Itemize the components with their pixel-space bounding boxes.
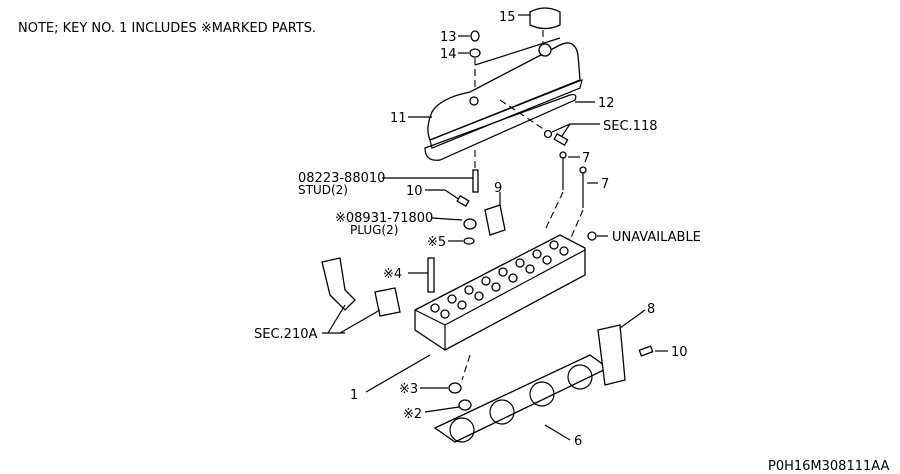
valve-spring	[481, 276, 491, 286]
head-gasket	[433, 354, 610, 443]
callout-1: 1	[350, 388, 358, 403]
valve-spring	[447, 294, 457, 304]
valve-spring	[464, 285, 474, 295]
valve-spring	[532, 249, 542, 259]
callout-5: ※5	[427, 235, 446, 250]
water-outlet	[321, 257, 356, 311]
valve-spring	[559, 246, 569, 256]
cylinder-head	[414, 234, 586, 351]
callout-6: 6	[574, 434, 582, 449]
ref-sec118: SEC.118	[603, 119, 658, 134]
ref-plug-label: PLUG(2)	[350, 223, 398, 237]
ref-sec210a: SEC.210A	[254, 327, 317, 342]
valve-spring	[542, 255, 552, 265]
ref-unavailable: UNAVAILABLE	[612, 230, 701, 245]
stud	[472, 169, 479, 193]
oil-filler-cap	[518, 7, 561, 45]
valve-spring	[440, 309, 450, 319]
rocker-cover	[427, 37, 583, 149]
valve-spring	[491, 282, 501, 292]
valve-spring	[430, 303, 440, 313]
valve-spring	[515, 258, 525, 268]
callout-14: 14	[440, 47, 457, 62]
dowel-4	[427, 257, 435, 293]
callout-13: 13	[440, 30, 457, 45]
diagram-id: P0H16M308111AA	[768, 459, 890, 474]
bracket-8	[597, 324, 626, 386]
callout-9: 9	[494, 181, 502, 196]
valve-spring	[549, 240, 559, 250]
callout-15: 15	[499, 10, 516, 25]
seal-13	[470, 30, 480, 42]
valve-spring	[508, 273, 518, 283]
callout-8: 8	[647, 302, 655, 317]
callout-2: ※2	[403, 407, 422, 422]
rocker-bolts	[544, 151, 598, 241]
callout-12: 12	[598, 96, 615, 111]
note-text: NOTE; KEY NO. 1 INCLUDES ※MARKED PARTS.	[18, 21, 316, 36]
callout-4: ※4	[383, 267, 402, 282]
callout-7b: 7	[601, 177, 609, 192]
bracket-9	[484, 204, 506, 236]
rocker-cover-gasket	[424, 93, 577, 161]
washer-14	[469, 48, 481, 58]
callout-3: ※3	[399, 382, 418, 397]
callout-10a: 10	[406, 184, 423, 199]
callout-11: 11	[390, 111, 407, 126]
valve-spring	[474, 291, 484, 301]
ref-stud-label: STUD(2)	[298, 183, 348, 197]
ref-stud-part: 08223-88010	[298, 171, 385, 186]
ref-plug-part: ※08931-71800	[335, 211, 433, 226]
callout-10b: 10	[671, 345, 688, 360]
callout-7a: 7	[582, 151, 590, 166]
valve-spring	[498, 267, 508, 277]
valve-spring	[525, 264, 535, 274]
outlet-gasket	[374, 287, 401, 317]
valve-spring	[457, 300, 467, 310]
